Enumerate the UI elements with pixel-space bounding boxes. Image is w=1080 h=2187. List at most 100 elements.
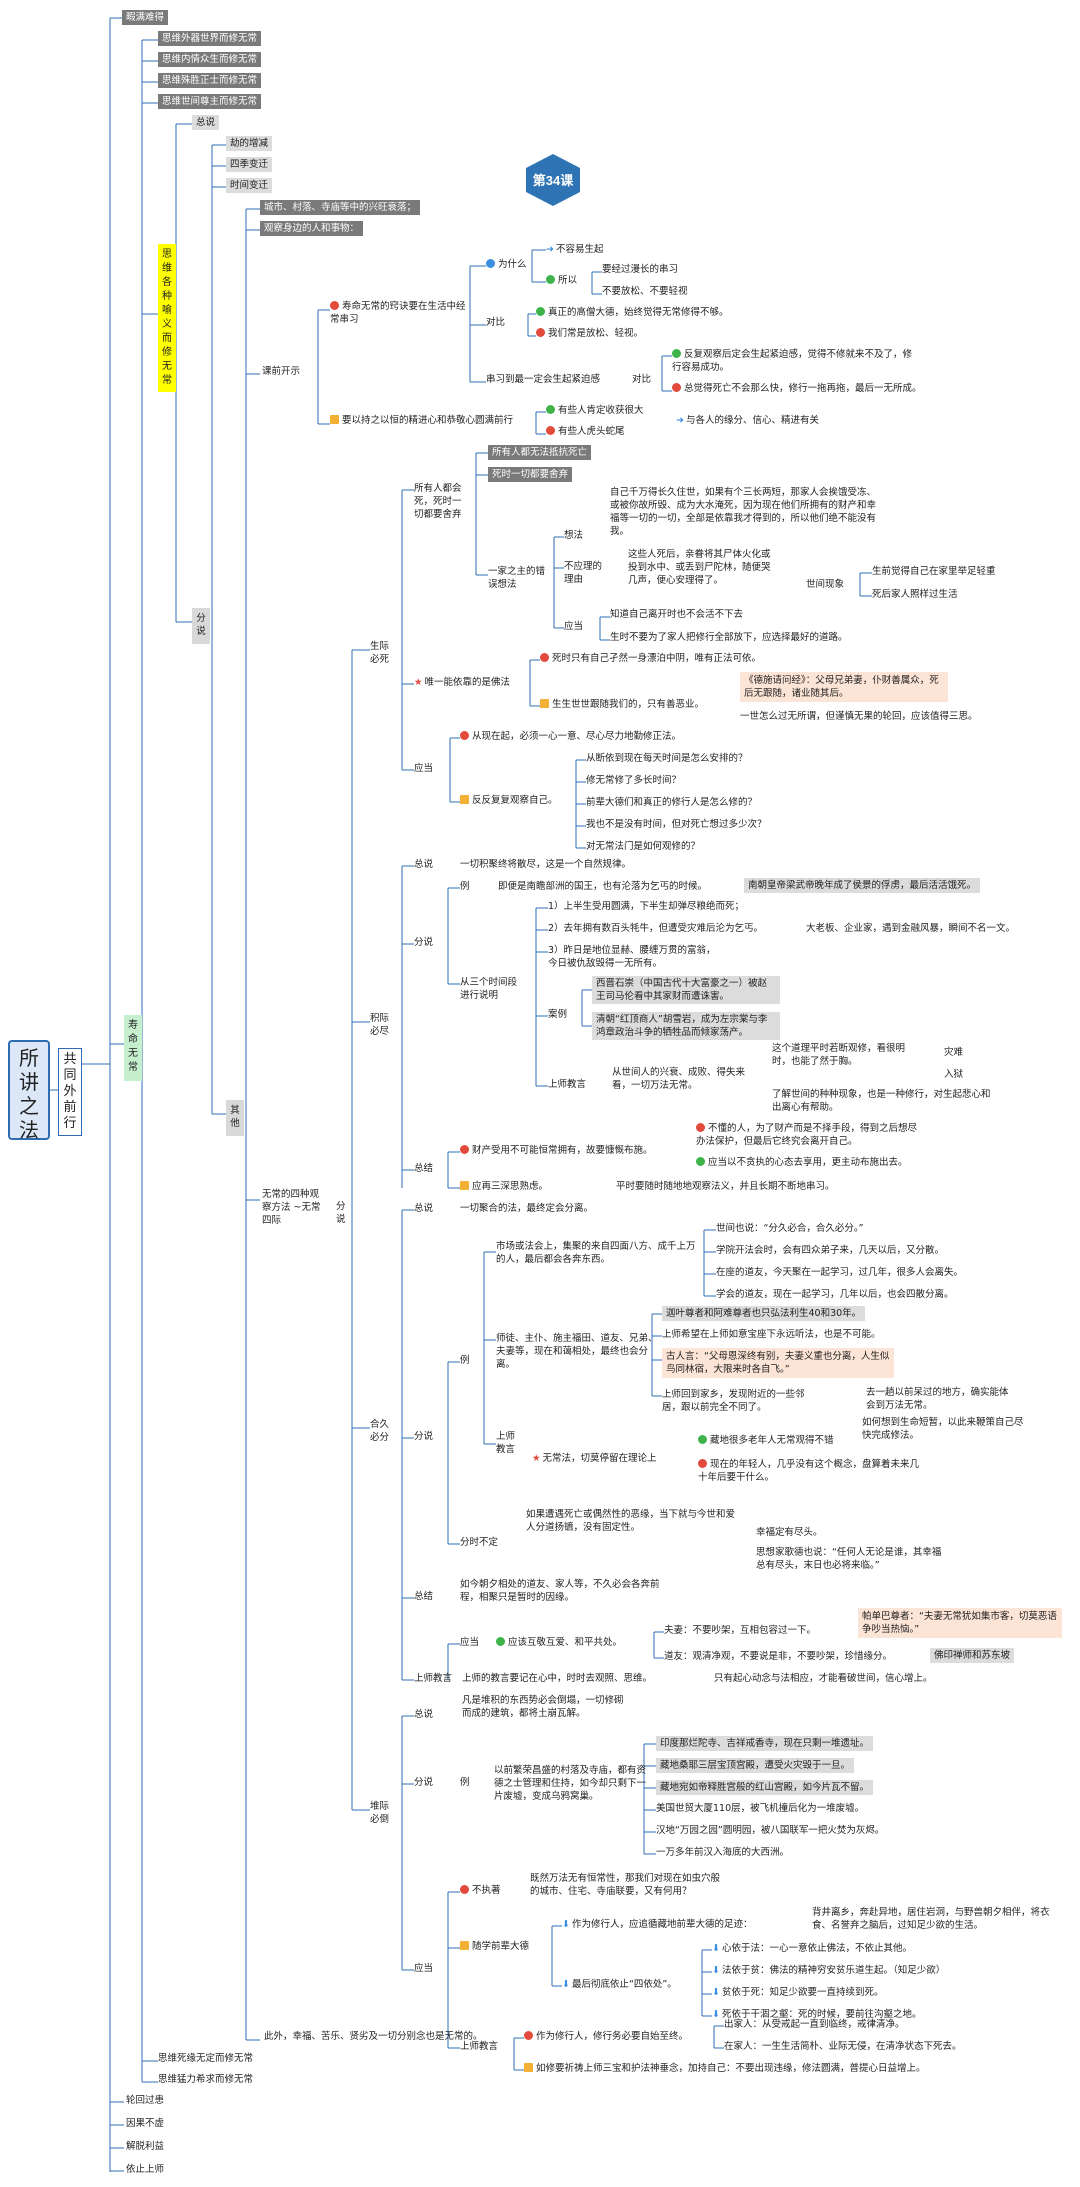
unreasonable-text[interactable]: 这些人死后，亲眷将其尸体火化或投到水中、或丢到尸陀林，随便哭几声，便心安理得了。: [628, 549, 771, 586]
item2-sub-0[interactable]: 有些人肯定收获很大: [546, 404, 644, 417]
reflect-1[interactable]: 修无常修了多长时间？: [586, 775, 682, 786]
branch-other-1[interactable]: 思维猛力希求而修无常: [158, 2074, 254, 2085]
dharma-0[interactable]: 死时只有自己孑然一身漂泊中阴，唯有正法可依。: [540, 652, 761, 665]
contrast2-item-1[interactable]: 总觉得死亡不会那么快，修行一拖再拖，最后一无所成。: [672, 382, 922, 395]
branch-metaphor[interactable]: 思维各种喻义而修无常: [158, 244, 176, 392]
acc-summary[interactable]: 总结: [414, 1163, 434, 1174]
reflect-2[interactable]: 前辈大德们和真正的修行人是怎么修的？: [586, 797, 758, 808]
case[interactable]: 案例: [548, 1009, 568, 1020]
all-die-0[interactable]: 所有人都无法抵抗死亡: [488, 445, 592, 460]
accumulation[interactable]: 积际必尽: [370, 1013, 390, 1037]
node-top-0[interactable]: 暇满难得: [122, 10, 169, 25]
so-item-1[interactable]: 不要放松、不要轻视: [602, 286, 688, 297]
acc-guru-note[interactable]: 这个道理平时若断观修，看很明时，也能了然于胸。: [772, 1043, 906, 1067]
refuge-2[interactable]: ⬇贫依于死：知足少欲要一直持续到死。: [712, 1987, 884, 1998]
kalpa-0[interactable]: 劫的增减: [226, 136, 273, 151]
item2-note[interactable]: ➜与各人的缘分、信心、精进有关: [676, 415, 819, 426]
not-easy[interactable]: ➜不容易生起: [546, 244, 604, 255]
h-guru-sub-1[interactable]: 在家人：一生生活简朴、业际无侵，在清净状态下死去。: [724, 2041, 962, 2052]
acc-summary-0[interactable]: 财产受用不可能恒常拥有，故要慷慨布施。: [460, 1144, 653, 1157]
h-example-0[interactable]: 印度那烂陀寺、吉祥戒香寺，现在只剩一堆遗址。: [656, 1736, 874, 1751]
h-example-4[interactable]: 汉地“万园之园”圆明园，被八国联军一把火焚为灰烬。: [656, 1825, 885, 1836]
should-1[interactable]: 生时不要为了家人把修行全部放下，应选择最好的道路。: [610, 632, 848, 643]
kalpa-1[interactable]: 四季变迁: [226, 157, 273, 172]
gat-guru-last-text[interactable]: 上师的教言要记在心中，时时去观照、思维。: [462, 1673, 653, 1684]
should-0[interactable]: 知道自己离开时也不会活不下去: [610, 609, 744, 620]
node-top-2[interactable]: 轮回过患: [126, 2095, 165, 2106]
gat-guru-last-note[interactable]: 只有起心动念与法相应，才能看破世间，信心增上。: [714, 1673, 933, 1684]
not-attach[interactable]: 不执著: [460, 1884, 501, 1897]
period-0[interactable]: 1）上半生受用圆满，下半生却弹尽粮绝而死；: [548, 901, 745, 912]
should2[interactable]: 应当: [414, 763, 434, 774]
gat-should-0[interactable]: 夫妻：不要吵架，互相包容过一下。: [664, 1625, 817, 1636]
contrast2-item-0[interactable]: 反复观察后定会生起紧迫感，觉得不修就来不及了，修行容易成功。: [672, 349, 913, 373]
reflect-0[interactable]: 从断依到现在每天时间是怎么安排的？: [586, 753, 748, 764]
h-guru-sub-0[interactable]: 出家人：从受戒起一直到临终，戒律清净。: [724, 2019, 905, 2030]
opening-item2[interactable]: 要以持之以恒的精进心和恭敬心圆满前行: [330, 414, 513, 427]
level1-node[interactable]: 共同外前行: [58, 1048, 82, 1136]
acc-summary-1[interactable]: 应再三深思熟虑。: [460, 1180, 548, 1193]
dharma-quote2[interactable]: 一世怎么过无所谓，但谨慎无果的轮回，应该值得三思。: [740, 711, 978, 722]
gat-should[interactable]: 应当: [460, 1637, 480, 1648]
follow-2[interactable]: ⬇最后彻底依止“四依处”。: [562, 1979, 677, 1990]
gat-summary[interactable]: 总结: [414, 1591, 434, 1602]
teacher-2[interactable]: 古人言：“父母恩深终有别，夫妻义重也分离，人生似鸟同林宿，大限来时各自飞。”: [662, 1348, 894, 1378]
h-should[interactable]: 应当: [414, 1963, 434, 1974]
disaster-0[interactable]: 灾难: [944, 1047, 964, 1058]
h-example-text[interactable]: 以前繁荣昌盛的村落及寺庙，都有资德之士管理和住持，如今却只剩下一片废墟，变成乌鸦…: [494, 1765, 647, 1802]
branch-1[interactable]: 思维内情众生而修无常: [158, 52, 262, 67]
why[interactable]: 为什么: [486, 258, 527, 271]
dharma-quote[interactable]: 《德施请问经》：父母兄弟妻，仆财善属众，死后无跟随，诸业随其后。: [740, 672, 948, 702]
not-attach-text[interactable]: 既然万法无有恒常性，那我们对现在如虫穴般的城市、住宅、寺庙联要，又有何用？: [530, 1873, 721, 1897]
gat-should-note-0[interactable]: 帕单巴尊者：“夫妻无常犹如集市客，切莫恶语争吵当热恼。”: [858, 1608, 1062, 1638]
refuge-3[interactable]: ⬇死依于干涸之壑：死的时候，要前往沟壑之地。: [712, 2009, 922, 2020]
follow-1[interactable]: ⬇作为修行人，应追循藏地前辈大德的足迹：: [562, 1919, 753, 1930]
gat-total-text[interactable]: 一切聚合的法，最终定会分离。: [460, 1203, 594, 1214]
case-1[interactable]: 清朝“红顶商人”胡雪岩，成为左宗棠与李鸿章政治斗争的牺牲品而倾家荡产。: [592, 1012, 780, 1040]
acc-fen[interactable]: 分说: [414, 937, 434, 948]
think[interactable]: 想法: [564, 530, 584, 541]
gat-should-text[interactable]: 应该互敬互爱、和平共处。: [496, 1636, 622, 1649]
h-example-2[interactable]: 藏地宛如帝释胜宫般的红山宫殿，如今片瓦不留。: [656, 1780, 874, 1795]
sub-total[interactable]: 总说: [192, 115, 220, 130]
market-0[interactable]: 学院开法会时，会有四众弟子来，几天以后，又分散。: [716, 1245, 945, 1256]
refuge-1[interactable]: ⬇法依于贫：佛法的精神穷安贫乐道生起。（知足少欲）: [712, 1965, 946, 1976]
root-node[interactable]: 所讲之法: [8, 1040, 50, 1142]
acc-example-text[interactable]: 即便是南瞻部洲的国王，也有沦落为乞丐的时候。: [498, 881, 708, 892]
case-0[interactable]: 西晋石崇（中国古代十大富豪之一）被赵王司马伦看中其家财而遭诛害。: [592, 976, 780, 1004]
observe-1[interactable]: 观察身边的人和事物：: [260, 221, 364, 236]
h-total[interactable]: 总说: [414, 1709, 434, 1720]
period-note[interactable]: 大老板、企业家，遇到金融风暴，瞬间不名一文。: [806, 923, 1016, 934]
uncertain-0[interactable]: 幸福定有尽头。: [756, 1527, 823, 1538]
contrast-item-0[interactable]: 真正的高僧大德，始终觉得无常修得不够。: [536, 306, 729, 319]
gat-guru[interactable]: 上师教言: [496, 1431, 516, 1455]
h-example[interactable]: 例: [460, 1777, 470, 1788]
gat-should-1[interactable]: 道友：观清净观，不要说是非，不要吵架，珍惜缘分。: [664, 1651, 893, 1662]
uncertain-text[interactable]: 如果遭遇死亡或偶然性的恶缘，当下就与今世和爱人分道扬镳，没有固定性。: [526, 1509, 736, 1533]
acc-total-text[interactable]: 一切积聚终将散尽，这是一个自然规律。: [460, 859, 632, 870]
contrast-item-1[interactable]: 我们常是放松、轻视。: [536, 327, 643, 340]
acc-guru-note2[interactable]: 了解世间的种种现象，也是一种修行，对生起悲心和出离心有帮助。: [772, 1089, 991, 1113]
imp-1[interactable]: 现在的年轻人，几乎没有这个概念，盘算着未来几十年后要干什么。: [698, 1459, 920, 1483]
world-says[interactable]: 世间也说：“分久必合，合久必分。”: [716, 1223, 864, 1234]
branch-3[interactable]: 思维世间尊主而修无常: [158, 94, 262, 109]
item2-sub-1[interactable]: 有些人虎头蛇尾: [546, 425, 625, 438]
imp-0[interactable]: 藏地很多老年人无常观得不错: [698, 1434, 834, 1447]
world-item-1[interactable]: 死后家人照样过生活: [872, 589, 958, 600]
h-fen[interactable]: 分说: [414, 1777, 434, 1788]
h-total-text[interactable]: 凡是堆积的东西势必会倒塌，一切修砌而成的建筑，都将土崩瓦解。: [462, 1695, 624, 1719]
four-ends-fen[interactable]: 分说: [336, 1201, 346, 1225]
refuge-0[interactable]: ⬇心依于法：一心一意依止佛法，不依止其他。: [712, 1943, 912, 1954]
wrong-view[interactable]: 一家之主的错误想法: [488, 566, 546, 590]
acc-guru[interactable]: 上师教言: [548, 1079, 587, 1090]
gat-guru-last[interactable]: 上师教言: [414, 1673, 453, 1684]
opening-item1[interactable]: 寿命无常的窍诀要在生活中经常串习: [330, 301, 466, 325]
height[interactable]: 堆际必倒: [370, 1801, 390, 1825]
should2-1[interactable]: 反反复复观察自己。: [460, 794, 558, 807]
acc-example-note[interactable]: 南朝皇帝梁武帝晚年成了侯景的俘虏，最后活活饿死。: [744, 878, 981, 893]
teacher-1[interactable]: 上师希望在上师如意宝座下永远听法，也是不可能。: [662, 1329, 881, 1340]
reflect-4[interactable]: 对无常法门是如何观修的？: [586, 841, 701, 852]
acc-summary-sub-1[interactable]: 应当以不贪执的心态去享用，更主动布施出去。: [696, 1156, 908, 1169]
world-item-0[interactable]: 生前觉得自己在家里举足轻重: [872, 566, 996, 577]
uncertain[interactable]: 分时不定: [460, 1537, 499, 1548]
